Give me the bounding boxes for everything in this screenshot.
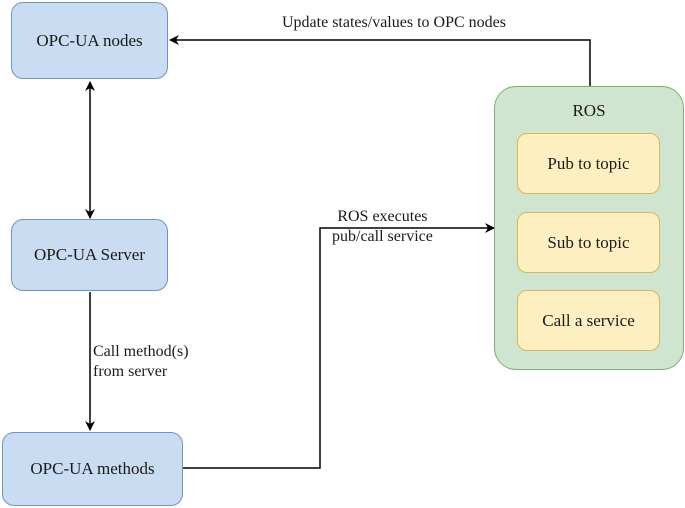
ros-label: ROS — [572, 101, 606, 120]
pub-topic-box: Pub to topic — [517, 133, 660, 194]
opcua-methods-label: OPC-UA methods — [30, 459, 155, 478]
pub-topic-label: Pub to topic — [547, 153, 630, 173]
sub-topic-label: Sub to topic — [547, 232, 630, 252]
update-states-label: Update states/values to OPC nodes — [282, 13, 506, 33]
call-method-line1: Call method(s) — [93, 343, 189, 360]
call-service-box: Call a service — [517, 290, 660, 351]
sub-topic-box: Sub to topic — [517, 212, 660, 273]
ros-executes-line2: pub/call service — [332, 228, 433, 245]
ros-executes-line1: ROS executes — [337, 208, 428, 225]
ros-executes-label: ROS executes pub/call service — [332, 207, 433, 247]
opcua-nodes-label: OPC-UA nodes — [36, 30, 143, 50]
opcua-nodes-box: OPC-UA nodes — [11, 2, 168, 79]
call-service-label: Call a service — [542, 310, 635, 330]
opcua-methods-box: OPC-UA methods — [2, 432, 183, 506]
call-method-line2: from server — [93, 363, 168, 380]
call-method-label: Call method(s) from server — [93, 342, 189, 382]
update-states-arrow — [169, 35, 591, 86]
opcua-server-box: OPC-UA Server — [11, 219, 168, 291]
opcua-server-label: OPC-UA Server — [34, 245, 145, 264]
ros-executes-arrow — [183, 223, 495, 469]
